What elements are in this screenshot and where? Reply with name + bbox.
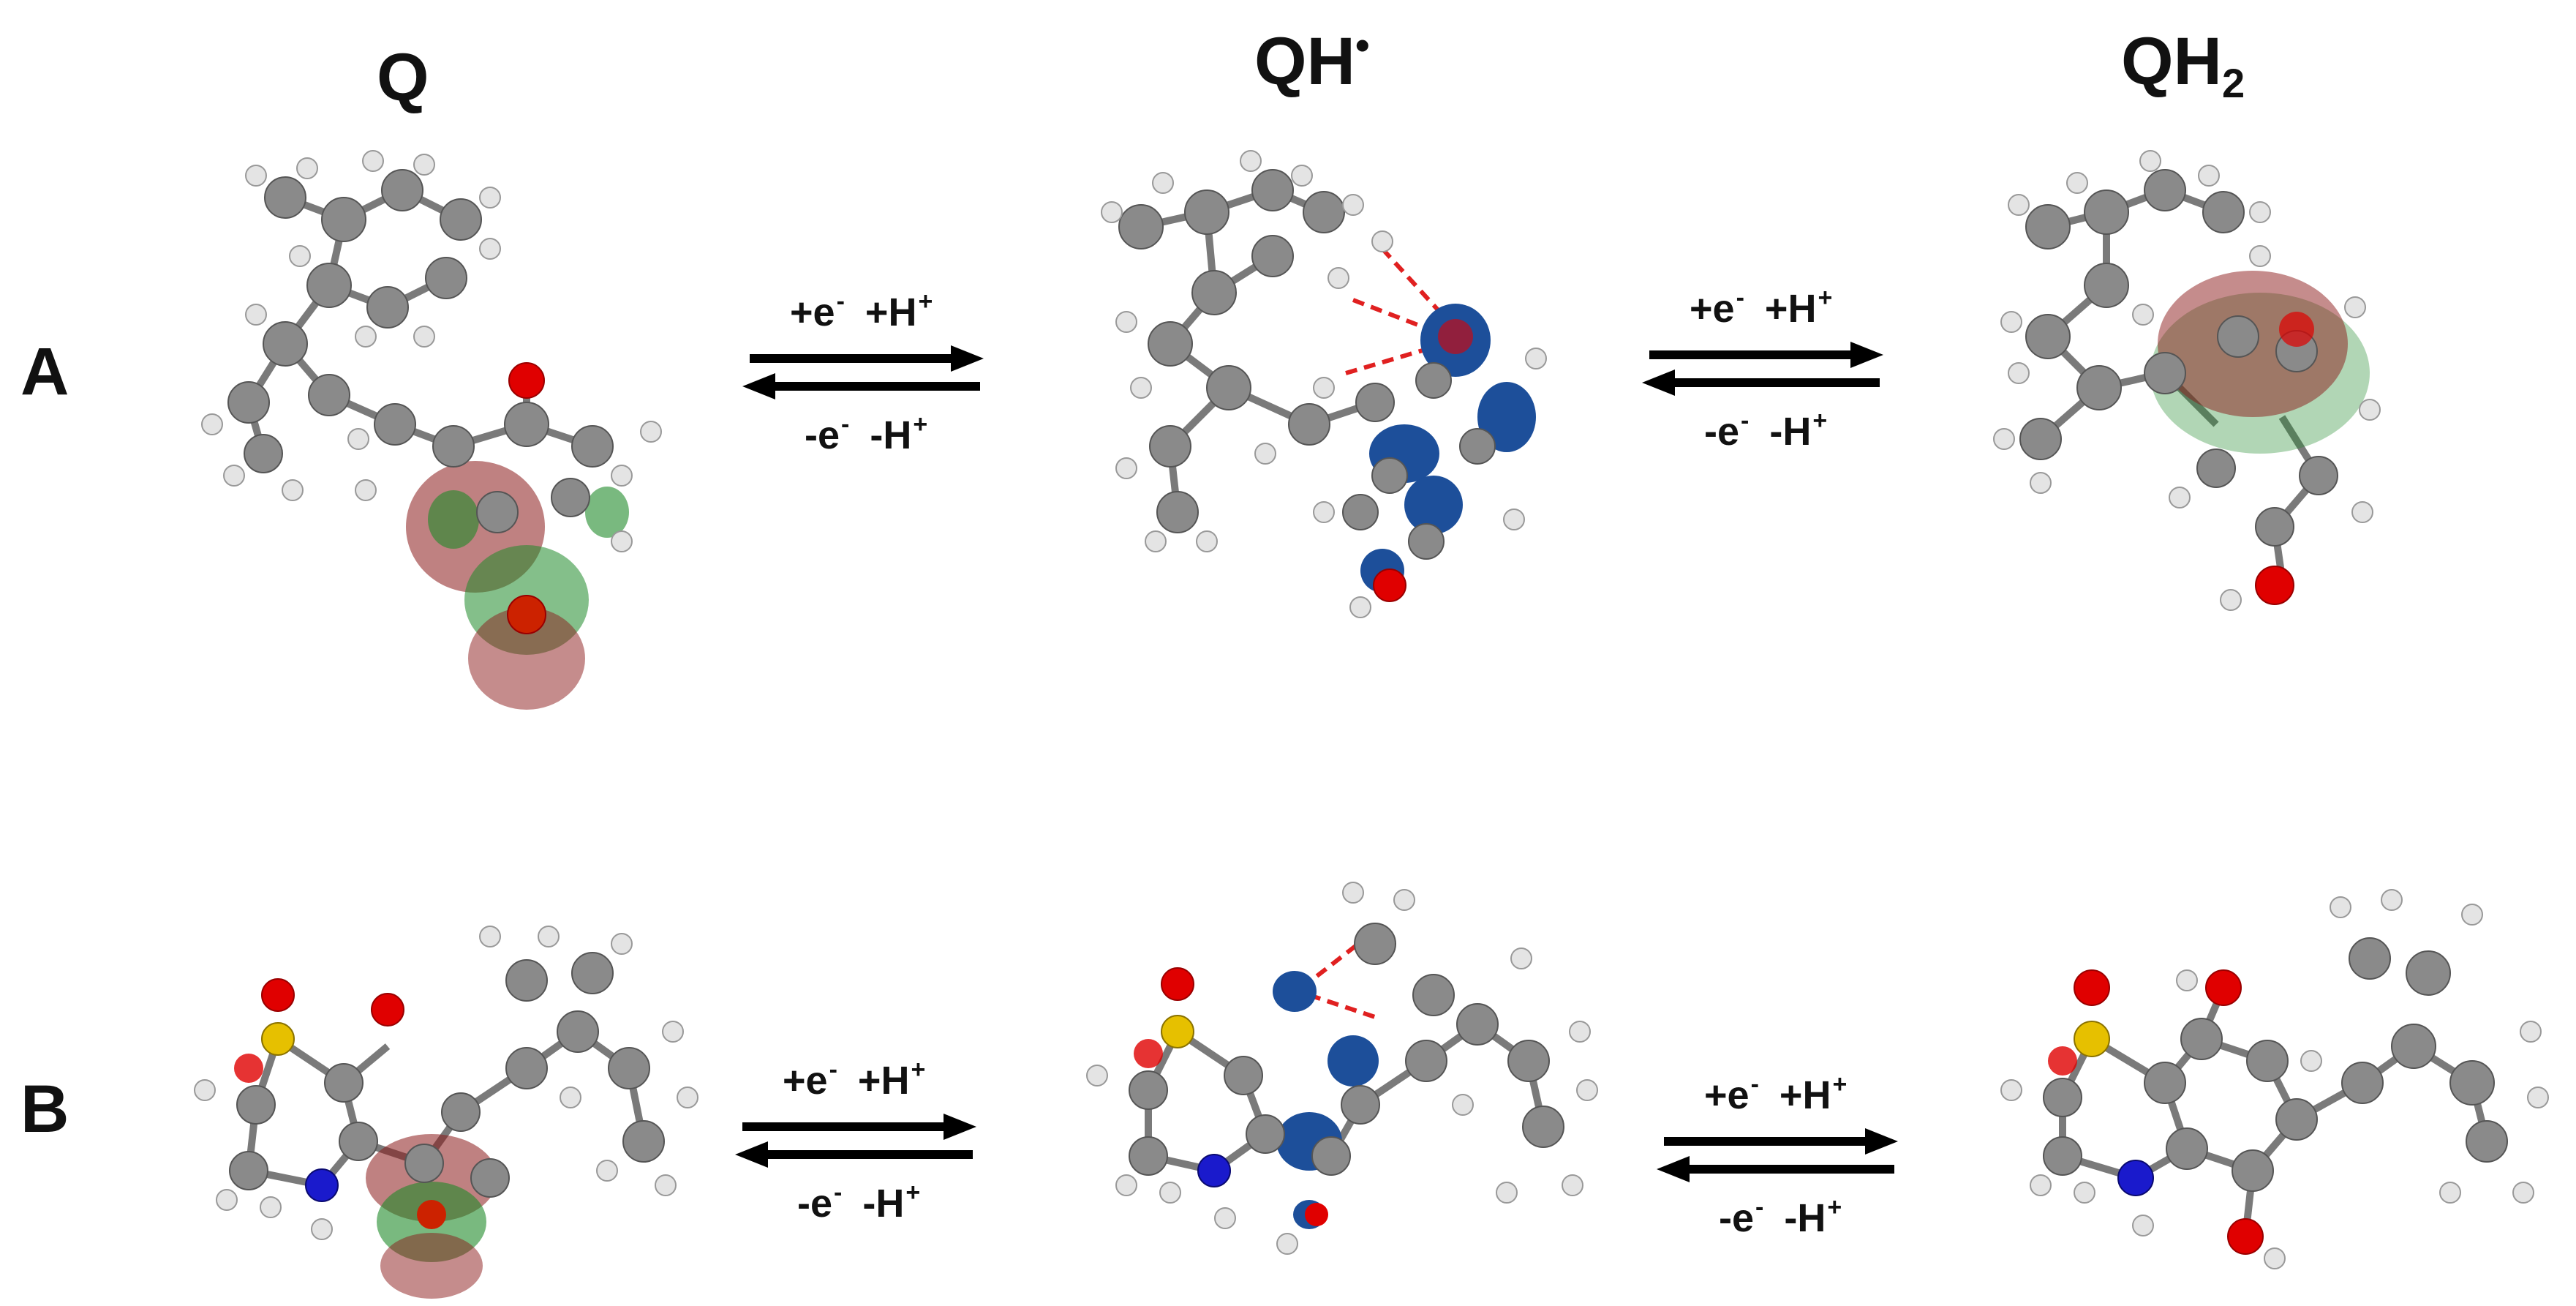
reverse-label: -e--H+ <box>1719 1193 1842 1240</box>
column-title-qh-radical: QH• <box>1254 22 1370 99</box>
column-title-q: Q <box>377 40 429 115</box>
molecule-a-qh-radical <box>1101 150 1547 618</box>
equilibrium-arrow-b1: +e-+H+ -e--H+ <box>731 1056 995 1251</box>
equilibrium-arrow-b2: +e-+H+ -e--H+ <box>1653 1070 1916 1266</box>
forward-label: +e-+H+ <box>1690 284 1833 331</box>
reverse-label: -e--H+ <box>797 1179 921 1226</box>
column-title-qh2: QH2 <box>2121 24 2245 106</box>
molecule-a-qh2 <box>1993 150 2381 611</box>
orbital-lobe-negative <box>380 1233 483 1299</box>
molecule-b-qh2 <box>2000 889 2549 1269</box>
forward-label: +e-+H+ <box>1704 1070 1848 1117</box>
double-arrow-icon <box>1657 1128 1898 1182</box>
equilibrium-arrow-a1: +e-+H+ -e--H+ <box>739 288 1002 483</box>
hydrogen-bond <box>1300 934 1376 1019</box>
equilibrium-arrow-a2: +e-+H+ -e--H+ <box>1638 284 1902 479</box>
double-arrow-icon <box>735 1114 976 1168</box>
orbital-lobe-negative <box>468 607 585 710</box>
molecule-b-q <box>194 926 698 1299</box>
row-label-a: A <box>20 334 69 409</box>
molecule-b-qh-radical <box>1086 882 1598 1255</box>
forward-label: +e-+H+ <box>790 288 933 334</box>
reverse-label: -e--H+ <box>1704 407 1828 454</box>
molecule-a-q <box>201 150 662 710</box>
row-label-b: B <box>20 1072 69 1146</box>
reverse-label: -e--H+ <box>805 410 928 457</box>
forward-label: +e-+H+ <box>783 1056 926 1103</box>
double-arrow-icon <box>1642 342 1883 396</box>
double-arrow-icon <box>742 345 984 399</box>
spin-density <box>1360 304 1536 593</box>
